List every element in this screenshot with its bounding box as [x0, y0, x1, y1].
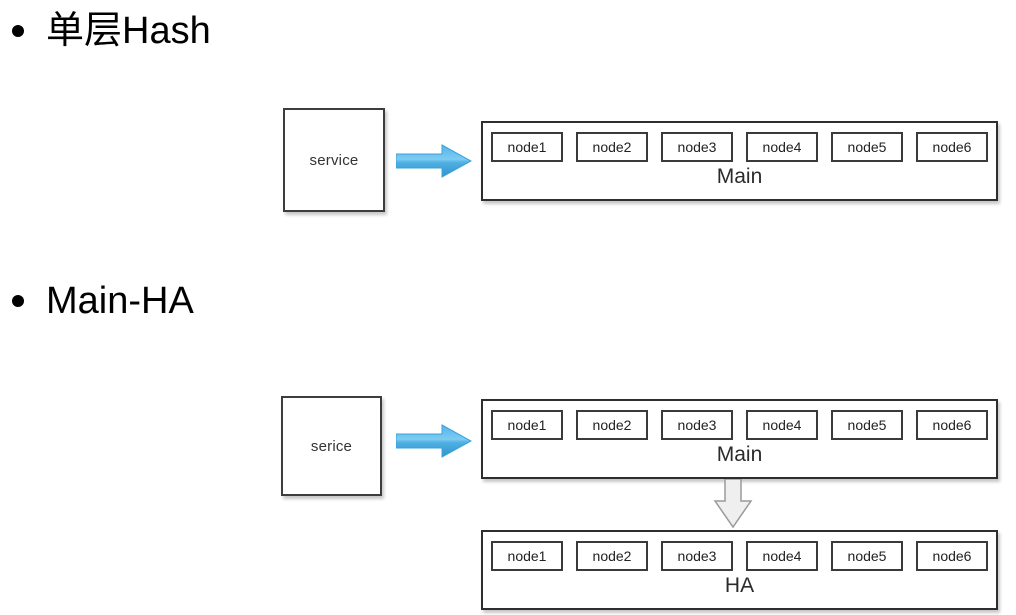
bullet-label: 单层Hash — [46, 10, 211, 52]
node-box: node6 — [916, 410, 988, 440]
node-box: node6 — [916, 541, 988, 571]
main-group-diagram1: node1 node2 node3 node4 node5 node6 Main — [481, 121, 998, 201]
bullet-label: Main-HA — [46, 280, 194, 322]
service-box-label: service — [309, 151, 359, 169]
node-box: node5 — [831, 132, 903, 162]
node-box: node1 — [491, 541, 563, 571]
node-box: node2 — [576, 410, 648, 440]
gray-down-arrow — [713, 478, 753, 529]
node-box: node5 — [831, 410, 903, 440]
bullet-dot-icon — [12, 295, 24, 307]
ha-group-label: HA — [724, 574, 755, 597]
node-box: node1 — [491, 410, 563, 440]
node-box: node6 — [916, 132, 988, 162]
blue-right-arrow-diagram2 — [395, 424, 473, 458]
node-list: node1 node2 node3 node4 node5 node6 — [491, 132, 988, 162]
main-group-label: Main — [716, 443, 763, 466]
service-box-diagram1: service — [283, 108, 385, 212]
bullet-item-main-ha: Main-HA — [12, 282, 194, 320]
main-group-diagram2: node1 node2 node3 node4 node5 node6 Main — [481, 399, 998, 479]
node-box: node5 — [831, 541, 903, 571]
service-box-label: serice — [310, 437, 353, 455]
service-box-diagram2: serice — [281, 396, 382, 496]
node-box: node1 — [491, 132, 563, 162]
bullet-dot-icon — [12, 25, 24, 37]
ha-group-diagram2: node1 node2 node3 node4 node5 node6 HA — [481, 530, 998, 610]
node-box: node3 — [661, 132, 733, 162]
node-box: node4 — [746, 541, 818, 571]
main-group-label: Main — [716, 165, 763, 188]
blue-right-arrow-diagram1 — [395, 144, 473, 178]
node-box: node4 — [746, 410, 818, 440]
node-box: node3 — [661, 541, 733, 571]
node-list: node1 node2 node3 node4 node5 node6 — [491, 410, 988, 440]
node-list: node1 node2 node3 node4 node5 node6 — [491, 541, 988, 571]
node-box: node2 — [576, 541, 648, 571]
node-box: node4 — [746, 132, 818, 162]
node-box: node3 — [661, 410, 733, 440]
node-box: node2 — [576, 132, 648, 162]
bullet-item-single-layer-hash: 单层Hash — [12, 12, 211, 50]
